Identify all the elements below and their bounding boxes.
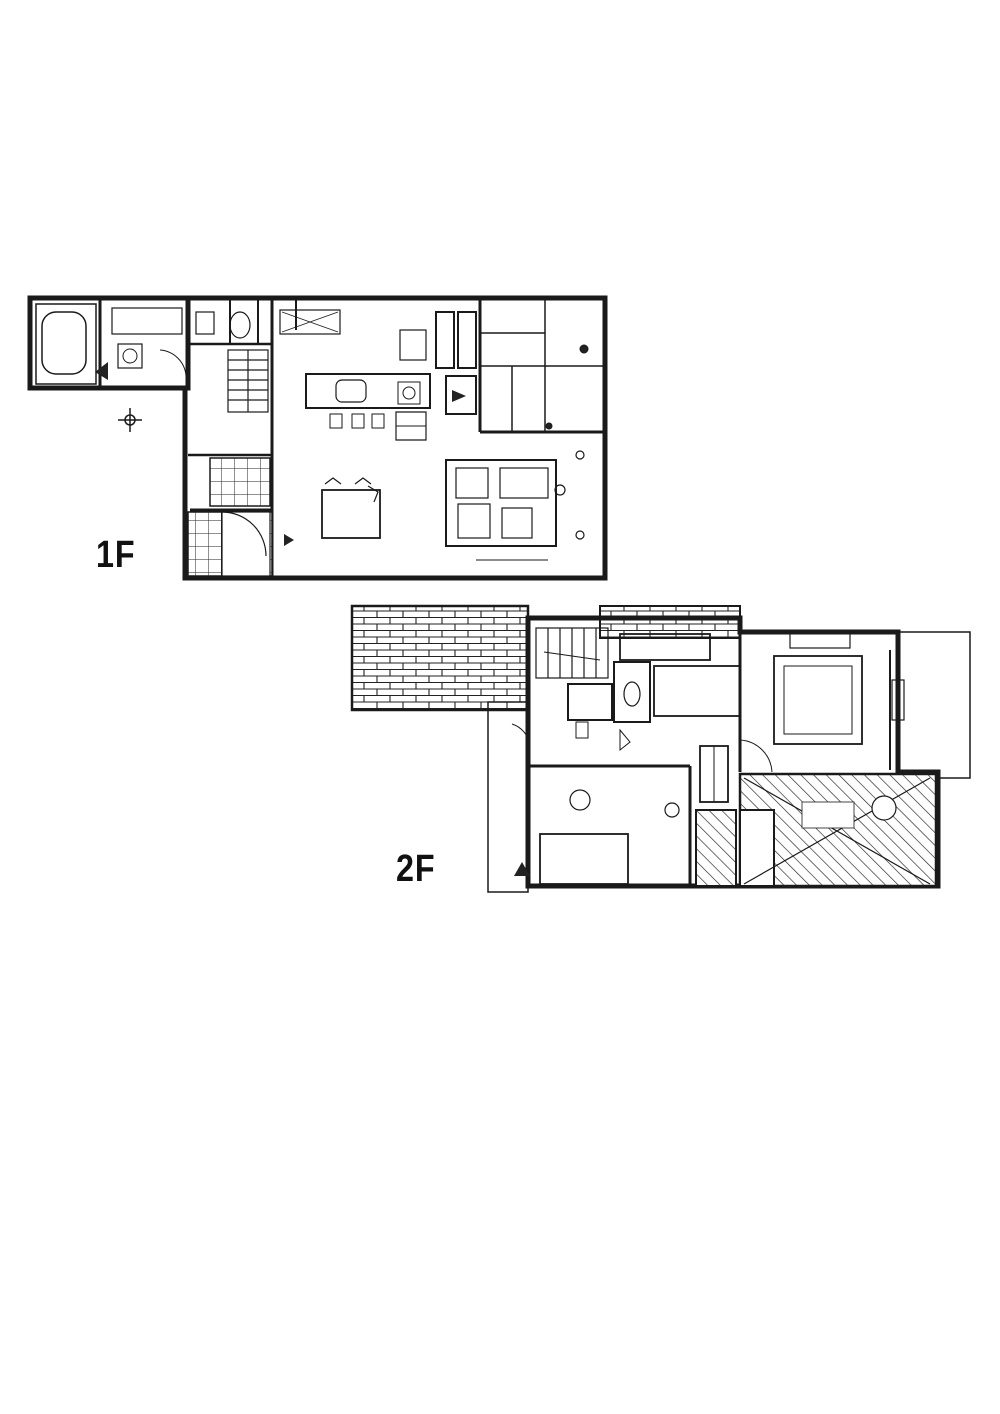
outdoor-faucet (118, 408, 142, 432)
japanese-room (478, 300, 605, 434)
living-dining (284, 450, 585, 561)
toilet-room (188, 300, 272, 346)
floor-label-1f: 1F (96, 534, 136, 576)
second-floor-balcony-outline (487, 701, 529, 893)
bath-area (27, 295, 191, 391)
pantry (435, 311, 477, 415)
second-floor-plan (350, 604, 971, 893)
toilet-room-2f (567, 633, 741, 723)
floor-label-2f: 2F (396, 848, 436, 890)
entrance-hall (187, 453, 273, 577)
balcony-2f-right (599, 605, 741, 639)
closet-2f (739, 809, 775, 887)
first-floor-plan (27, 295, 608, 581)
master-bedroom (738, 631, 905, 773)
hall-2f (575, 721, 729, 803)
staircase-2f (535, 627, 609, 679)
kitchen (279, 300, 431, 441)
second-floor-outline (525, 615, 941, 889)
balcony-2f (350, 604, 530, 712)
first-floor-outline (182, 295, 608, 581)
staircase-1f (227, 349, 269, 413)
bedroom-2 (511, 723, 692, 886)
closet-hatched (695, 809, 737, 887)
